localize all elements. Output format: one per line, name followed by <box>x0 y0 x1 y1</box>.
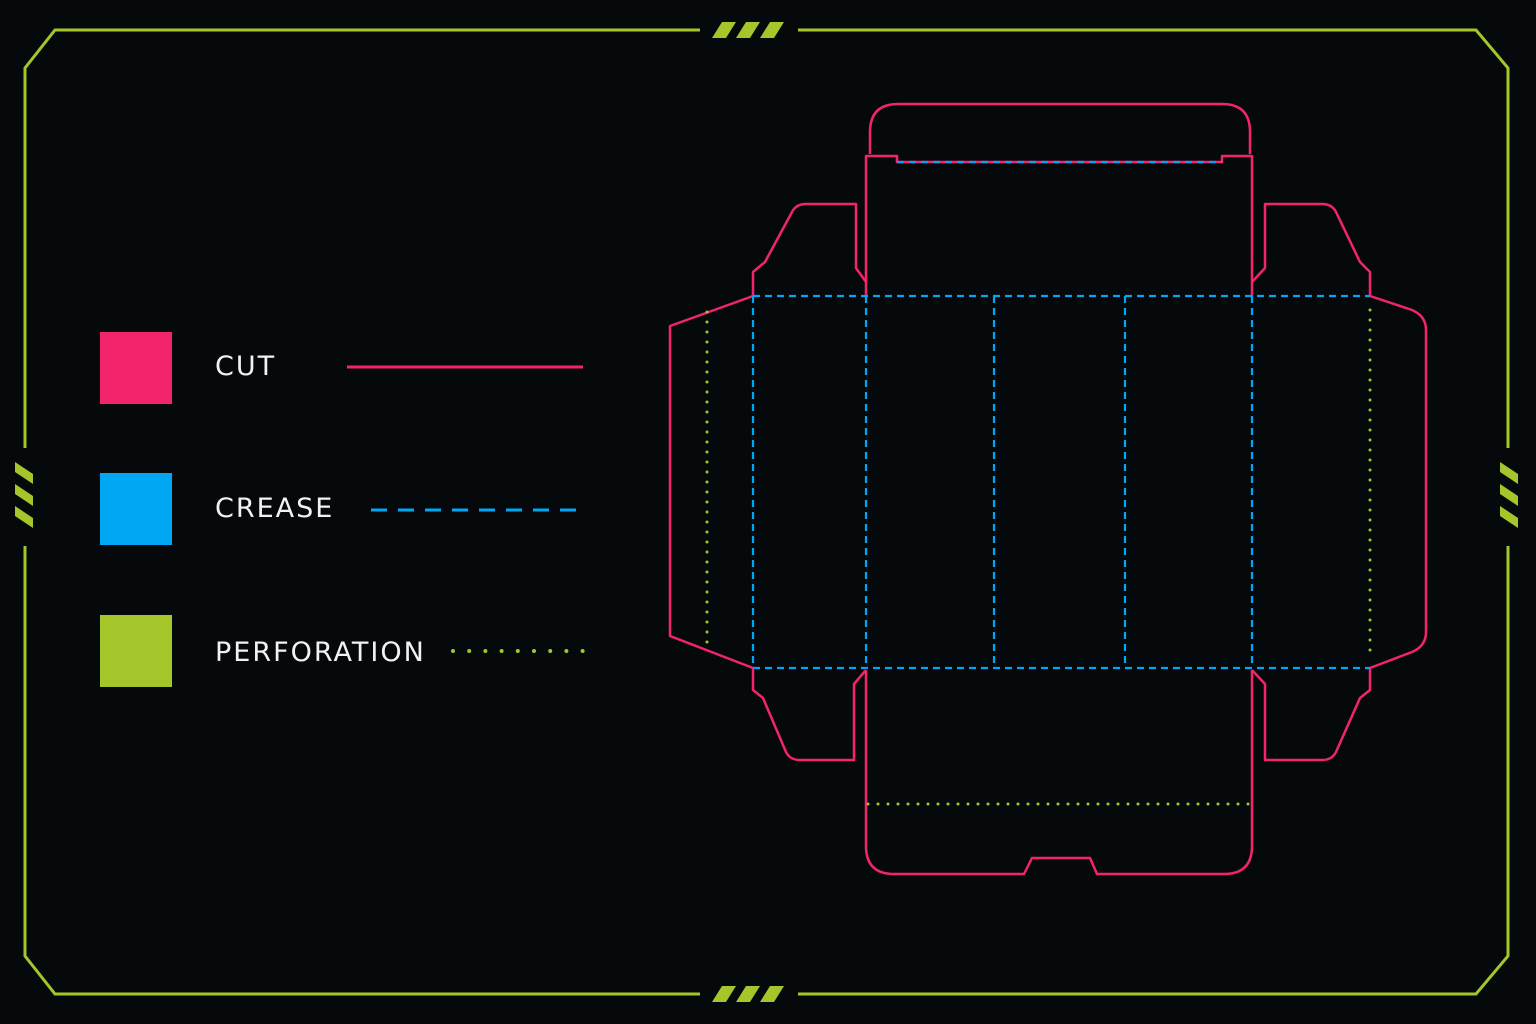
perforation-label: PERFORATION <box>215 637 426 668</box>
perforation-swatch <box>100 615 172 687</box>
crease-label: CREASE <box>215 493 334 524</box>
bottom-right-dust-flap-cut <box>1251 668 1372 762</box>
right-side-edge-cut <box>1369 294 1428 670</box>
frame-bottom-left-segment <box>23 546 700 996</box>
frame-top-right-segment <box>798 28 1510 448</box>
hazard-stripes-bottom-icon <box>712 986 784 1002</box>
top-tuck-tab-cut <box>868 102 1252 154</box>
cut-swatch <box>100 332 172 404</box>
top-left-dust-flap-cut <box>751 202 868 296</box>
bottom-left-dust-flap-cut <box>751 668 867 762</box>
top-tuck-flap-cut <box>864 154 1254 296</box>
crease-swatch <box>100 473 172 545</box>
hazard-stripes-top-icon <box>712 22 784 38</box>
legend-item-cut: CUT <box>100 332 583 404</box>
frame-bottom-right-segment <box>798 546 1510 996</box>
perforation-lines <box>705 308 1372 806</box>
legend-item-perforation: PERFORATION <box>100 615 585 687</box>
bottom-tuck-flap-cut <box>864 670 1254 876</box>
legend-item-crease: CREASE <box>100 473 583 545</box>
glue-flap-cut <box>668 294 754 670</box>
crease-lines <box>751 160 1370 670</box>
legend: CUT CREASE PERFORATION <box>100 332 585 687</box>
cut-lines <box>668 102 1428 876</box>
hazard-stripes-left-icon <box>15 462 33 528</box>
cut-label: CUT <box>215 351 276 382</box>
frame-hazard-marks <box>15 22 1518 1002</box>
hud-frame <box>23 28 1510 996</box>
frame-top-left-segment <box>23 28 700 448</box>
hazard-stripes-right-icon <box>1500 462 1518 528</box>
top-right-dust-flap-cut <box>1251 202 1372 296</box>
